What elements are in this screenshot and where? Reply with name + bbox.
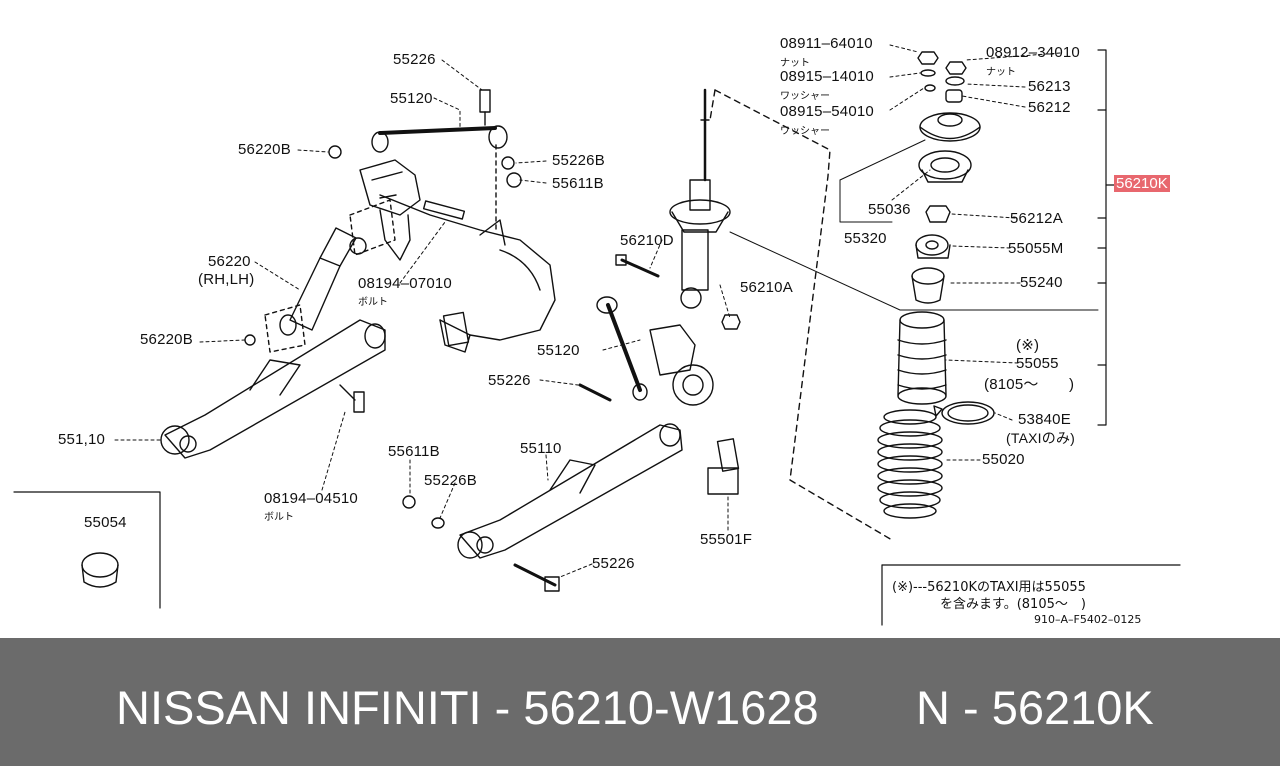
dust-boot-drawing xyxy=(897,311,995,425)
knuckle-drawing xyxy=(578,254,741,495)
footer-oem-part-number: NISSAN INFINITI - 56210-W1628 xyxy=(116,681,819,734)
label-56213: 56213 xyxy=(1028,78,1071,95)
label-55055m: 55055M xyxy=(1008,240,1064,257)
label-56220b-low: 56220B xyxy=(140,331,193,348)
label-bolt-a: ボルト xyxy=(358,297,388,308)
bushing-inset xyxy=(13,491,161,609)
label-55226b-low: 55226B xyxy=(424,472,477,489)
part-number-footer: NISSAN INFINITI - 56210-W1628 N - 56210K xyxy=(0,638,1280,766)
label-55120-mid: 55120 xyxy=(537,342,580,359)
coil-spring-drawing xyxy=(877,409,943,519)
strut-top-mount-drawing xyxy=(911,51,981,304)
label-55501f: 55501F xyxy=(700,531,753,548)
dash-outline xyxy=(714,89,893,541)
label-53840e-note: (TAXIのみ) xyxy=(1006,430,1076,446)
label-08915-54010: 08915–54010 xyxy=(780,103,874,120)
label-55055-note: (8105～ ) xyxy=(984,376,1075,393)
label-bolt-b: ボルト xyxy=(264,512,294,523)
drawing-reference-code: 910–A–F5402–0125 xyxy=(1034,613,1142,626)
label-56220b-top: 56220B xyxy=(238,141,291,158)
label-55110-mid: 55110 xyxy=(520,440,562,457)
label-08194-04510: 08194–04510 xyxy=(264,490,358,507)
label-washer-b: ワッシャー xyxy=(780,126,830,137)
label-56212a: 56212A xyxy=(1010,210,1063,227)
label-56210k-highlighted[interactable]: 56210K xyxy=(1114,175,1170,192)
label-nut-a: ナット xyxy=(780,58,810,69)
shock-absorber-drawing xyxy=(669,88,1099,311)
label-nut-b: ナット xyxy=(986,67,1016,78)
label-56210d: 56210D xyxy=(620,232,674,249)
label-08194-07010: 08194–07010 xyxy=(358,275,452,292)
lower-arm-right-drawing xyxy=(402,423,683,592)
label-55611b-top: 55611B xyxy=(552,175,604,192)
label-55320: 55320 xyxy=(844,230,887,247)
label-washer-a: ワッシャー xyxy=(780,91,830,102)
label-55036: 55036 xyxy=(868,201,911,218)
label-08912-34010: 08912–34010 xyxy=(986,44,1080,61)
parts-diagram: 08911–64010 ナット 08912–34010 ナット 08915–14… xyxy=(13,35,1181,626)
label-55226-mid: 55226 xyxy=(488,372,531,389)
label-55226-low: 55226 xyxy=(592,555,635,572)
label-55120-top: 55120 xyxy=(390,90,433,107)
label-53840e: 53840E xyxy=(1018,411,1071,428)
label-55110-left: 551,10 xyxy=(58,431,106,448)
label-56212: 56212 xyxy=(1028,99,1071,116)
group-bracket xyxy=(1097,49,1116,426)
label-55240: 55240 xyxy=(1020,274,1063,291)
label-55226-top: 55226 xyxy=(393,51,436,68)
label-55226b-top: 55226B xyxy=(552,152,605,169)
label-55054: 55054 xyxy=(84,514,127,531)
label-56210a: 56210A xyxy=(740,279,793,296)
note-line-1: (※)---56210KのTAXI用は55055 xyxy=(892,580,1086,595)
label-56220-side: (RH,LH) xyxy=(198,271,255,288)
rear-shock-drawing xyxy=(264,199,396,353)
label-08915-14010: 08915–14010 xyxy=(780,68,874,85)
label-55020: 55020 xyxy=(982,451,1025,468)
footer-diagram-reference: N - 56210K xyxy=(916,681,1154,734)
lower-arm-left-drawing xyxy=(160,319,386,459)
exploded-suspension-drawing xyxy=(13,44,1181,626)
leader-lines xyxy=(114,44,1061,578)
label-55055: 55055 xyxy=(1016,355,1059,372)
label-56220: 56220 xyxy=(208,253,251,270)
axle-housing-drawing xyxy=(359,159,556,353)
note-line-2: を含みます。(8105～ ) xyxy=(940,597,1086,612)
label-08911-64010: 08911–64010 xyxy=(780,35,873,52)
label-55611b-low: 55611B xyxy=(388,443,440,460)
label-55055-mark: (※) xyxy=(1016,337,1040,354)
